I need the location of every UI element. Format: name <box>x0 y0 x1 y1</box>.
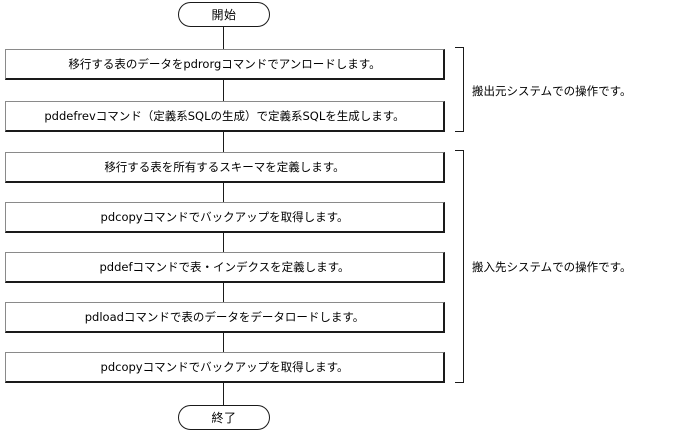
group-annotation-target-system: 搬入先システムでの操作です。 <box>472 259 632 275</box>
process-label: pddefrevコマンド（定義系SQLの生成）で定義系SQLを生成します。 <box>44 109 405 123</box>
connector-step1-to-step2 <box>223 80 224 101</box>
annotation-text: 搬出元システムでの操作です。 <box>472 84 632 98</box>
connector-step5-to-step6 <box>223 283 224 302</box>
group-bracket-target-system <box>455 150 464 383</box>
process-box-data-load[interactable]: pdloadコマンドで表のデータをデータロードします。 <box>5 302 445 333</box>
connector-step6-to-step7 <box>223 333 224 352</box>
process-box-backup-before[interactable]: pdcopyコマンドでバックアップを取得します。 <box>5 202 445 233</box>
process-box-define-schema[interactable]: 移行する表を所有するスキーマを定義します。 <box>5 152 445 183</box>
annotation-text: 搬入先システムでの操作です。 <box>472 260 632 274</box>
process-label: 移行する表を所有するスキーマを定義します。 <box>104 160 345 174</box>
process-box-unload-data[interactable]: 移行する表のデータをpdrorgコマンドでアンロードします。 <box>5 49 445 80</box>
group-bracket-source-system <box>455 47 464 132</box>
end-terminator-label: 終了 <box>211 411 237 425</box>
connector-start-to-step1 <box>223 26 224 49</box>
connector-step3-to-step4 <box>223 183 224 202</box>
process-label: pddefコマンドで表・インデクスを定義します。 <box>99 260 350 274</box>
connector-step7-to-end <box>223 383 224 405</box>
start-terminator[interactable]: 開始 <box>178 2 270 27</box>
process-box-generate-sql[interactable]: pddefrevコマンド（定義系SQLの生成）で定義系SQLを生成します。 <box>5 101 445 132</box>
process-box-backup-after[interactable]: pdcopyコマンドでバックアップを取得します。 <box>5 352 445 383</box>
connector-step4-to-step5 <box>223 233 224 252</box>
end-terminator[interactable]: 終了 <box>178 405 270 430</box>
process-label: pdloadコマンドで表のデータをデータロードします。 <box>84 310 365 324</box>
process-box-define-table-index[interactable]: pddefコマンドで表・インデクスを定義します。 <box>5 252 445 283</box>
process-label: pdcopyコマンドでバックアップを取得します。 <box>100 360 349 374</box>
start-terminator-label: 開始 <box>211 8 237 22</box>
process-label: 移行する表のデータをpdrorgコマンドでアンロードします。 <box>68 57 381 71</box>
process-label: pdcopyコマンドでバックアップを取得します。 <box>100 210 349 224</box>
group-annotation-source-system: 搬出元システムでの操作です。 <box>472 83 632 99</box>
connector-step2-to-step3 <box>223 131 224 152</box>
